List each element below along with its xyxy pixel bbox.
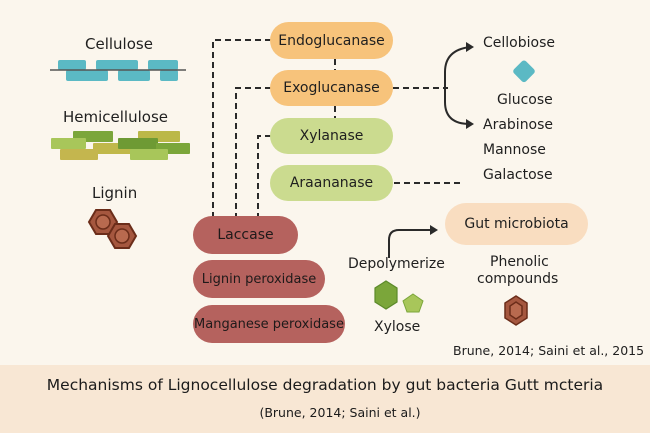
glucose-icon — [513, 60, 535, 83]
enzyme-lignin-peroxidase: Lignin peroxidase — [193, 260, 325, 298]
arrowhead-arabinose — [466, 119, 474, 129]
xylose-label: Xylose — [374, 319, 421, 335]
lignin-icon — [87, 209, 138, 249]
enzyme-laccase: Laccase — [193, 216, 298, 254]
phenolic-label-line2: compounds — [477, 271, 559, 287]
product-arabinose: Arabinose — [483, 117, 554, 133]
footer-caption: Mechanisms of Lignocellulose degradation… — [0, 365, 650, 433]
xylose-icon — [374, 280, 424, 313]
enzyme-exoglucanase: Exoglucanase — [270, 70, 393, 106]
connector-xylanase — [257, 135, 271, 222]
citation: Brune, 2014; Saini et al., 2015 — [453, 343, 645, 358]
enzyme-endoglucanase: Endoglucanase — [270, 22, 393, 59]
phenolic-icon — [504, 295, 528, 326]
connector-exoglucanase-left — [235, 87, 271, 222]
product-glucose: Glucose — [497, 92, 553, 108]
gut-microbiota-box: Gut microbiota — [445, 203, 588, 245]
product-mannose: Mannose — [483, 142, 546, 158]
bracket-arrow — [444, 46, 471, 125]
arrowhead-cellobiose — [466, 42, 474, 52]
hemicellulose-icon — [51, 131, 190, 160]
enzyme-xylanase: Xylanase — [270, 118, 393, 154]
figure-subtitle: (Brune, 2014; Saini et al.) — [259, 405, 421, 420]
cellulose-label: Cellulose — [85, 35, 153, 53]
hemicellulose-label: Hemicellulose — [63, 108, 168, 126]
product-galactose: Galactose — [483, 167, 553, 183]
enzyme-manganese-peroxidase: Manganese peroxidase — [193, 305, 345, 343]
phenolic-label-line1: Phenolic — [490, 254, 549, 270]
depolymerize-label: Depolymerize — [348, 256, 445, 272]
enzyme-araananase: Araananase — [270, 165, 393, 201]
connector-endoglucanase — [212, 39, 271, 222]
depolymerize-arrow — [388, 229, 430, 258]
cellulose-icon — [50, 60, 186, 81]
arrowhead-microbiota — [430, 225, 438, 235]
figure-title: Mechanisms of Lignocellulose degradation… — [46, 376, 604, 394]
lignin-label: Lignin — [92, 184, 138, 202]
product-cellobiose: Cellobiose — [483, 35, 555, 51]
